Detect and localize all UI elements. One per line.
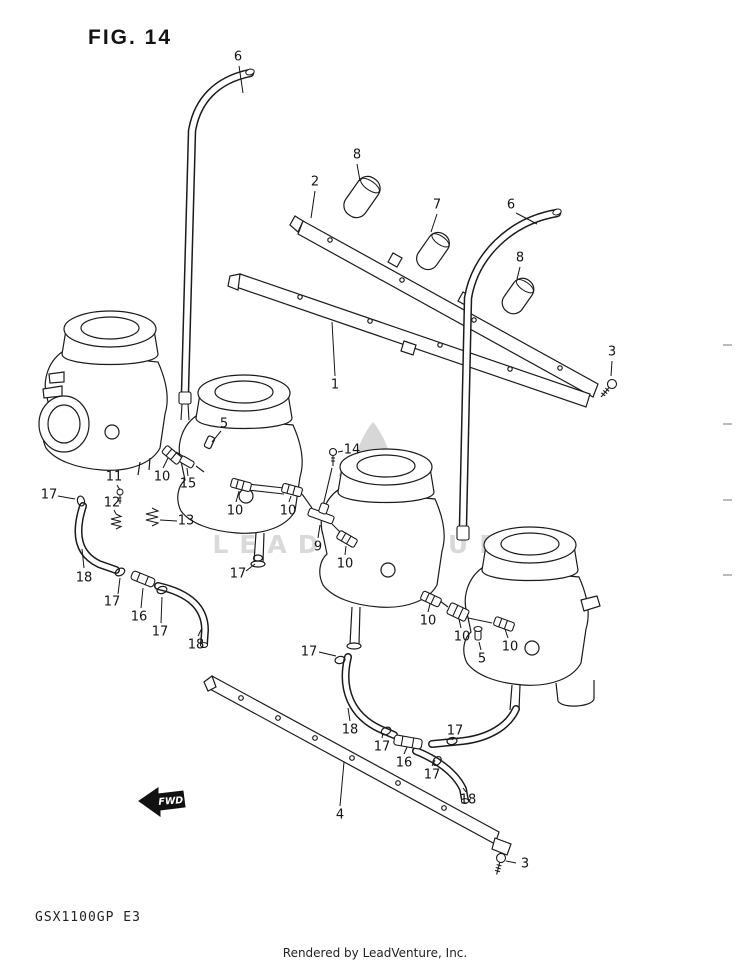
leader-line-10 xyxy=(288,495,292,503)
leader-line-17 xyxy=(245,563,256,572)
leader-line-8 xyxy=(356,163,361,182)
render-credit: Rendered by LeadVenture, Inc. xyxy=(282,946,468,960)
leader-line-18 xyxy=(197,627,203,637)
screw-11 xyxy=(116,488,124,504)
spring-13 xyxy=(145,507,160,527)
fwd-label: FWD xyxy=(158,795,184,808)
leader-line-1 xyxy=(331,321,336,377)
leader-line-18 xyxy=(81,548,85,569)
vent-tube-6-left xyxy=(178,68,255,421)
screw-3a xyxy=(600,378,618,398)
leader-line-13 xyxy=(159,519,178,522)
carburetor-4 xyxy=(463,526,601,711)
mounting-rail-2 xyxy=(289,215,599,398)
vacuum-nipple-5a xyxy=(203,435,216,450)
leader-line-18 xyxy=(347,707,351,722)
hex-union xyxy=(446,602,470,622)
model-code: GSX1100GP E3 xyxy=(35,910,141,925)
leader-line-17 xyxy=(381,732,384,739)
fitting-15 xyxy=(179,455,195,469)
leader-line-4 xyxy=(339,761,345,807)
hose-joint-16a xyxy=(130,570,156,588)
leader-line-10 xyxy=(504,628,509,639)
leader-line-5 xyxy=(478,641,482,651)
leader-line-3 xyxy=(610,360,613,377)
fuel-joint-10-group xyxy=(161,445,515,632)
leader-line-17 xyxy=(431,759,436,767)
leader-line-10 xyxy=(427,603,431,613)
vent-tube-6-right xyxy=(456,208,562,541)
screw-3b xyxy=(494,852,507,875)
leader-line-10 xyxy=(344,545,347,556)
leader-line-17 xyxy=(160,596,163,624)
spring-12 xyxy=(110,513,123,530)
carburetor-2 xyxy=(177,374,303,568)
leader-line-6 xyxy=(238,65,244,94)
sleeve-7 xyxy=(416,231,450,271)
callout-leader-lines xyxy=(57,65,613,864)
leader-line-11 xyxy=(116,484,121,491)
leader-line-10 xyxy=(235,490,240,503)
sleeve-8b xyxy=(501,277,535,315)
vacuum-nipple-5b xyxy=(473,625,483,641)
leader-line-18 xyxy=(462,787,467,793)
leader-line-2 xyxy=(310,190,316,219)
leader-line-5 xyxy=(211,430,222,443)
fuel-pipes xyxy=(175,451,493,624)
leader-line-9 xyxy=(317,524,321,539)
leader-line-16 xyxy=(140,587,144,609)
mounting-rail-1 xyxy=(227,273,591,408)
sleeve-8a xyxy=(343,175,381,219)
leader-line-17 xyxy=(451,736,455,741)
figure-title: FIG. 14 xyxy=(88,26,173,49)
leader-line-3 xyxy=(505,860,517,864)
hose-clamps-17 xyxy=(76,495,458,767)
screw-14 xyxy=(328,447,338,466)
leader-line-6 xyxy=(515,212,538,225)
leader-line-10 xyxy=(162,457,169,469)
carburetor-1 xyxy=(38,310,168,476)
tee-joint-9 xyxy=(307,502,335,525)
leader-line-12 xyxy=(113,509,117,515)
fwd-marker: FWD xyxy=(138,787,186,817)
leader-line-8 xyxy=(516,266,521,280)
scan-margin-ticks xyxy=(723,344,732,576)
leader-line-14 xyxy=(337,450,344,453)
bracket-4 xyxy=(203,675,512,856)
leader-line-17 xyxy=(318,651,337,657)
carburetor-3 xyxy=(319,448,445,650)
leader-line-15 xyxy=(186,467,189,477)
leader-line-16 xyxy=(403,746,408,755)
leader-line-7 xyxy=(430,213,438,233)
hoses xyxy=(74,502,520,804)
leader-line-17 xyxy=(117,577,121,595)
leader-line-17 xyxy=(57,495,76,500)
intake-bell xyxy=(38,395,90,453)
leader-line-10 xyxy=(458,618,462,629)
hose-joint-16b xyxy=(393,734,423,750)
